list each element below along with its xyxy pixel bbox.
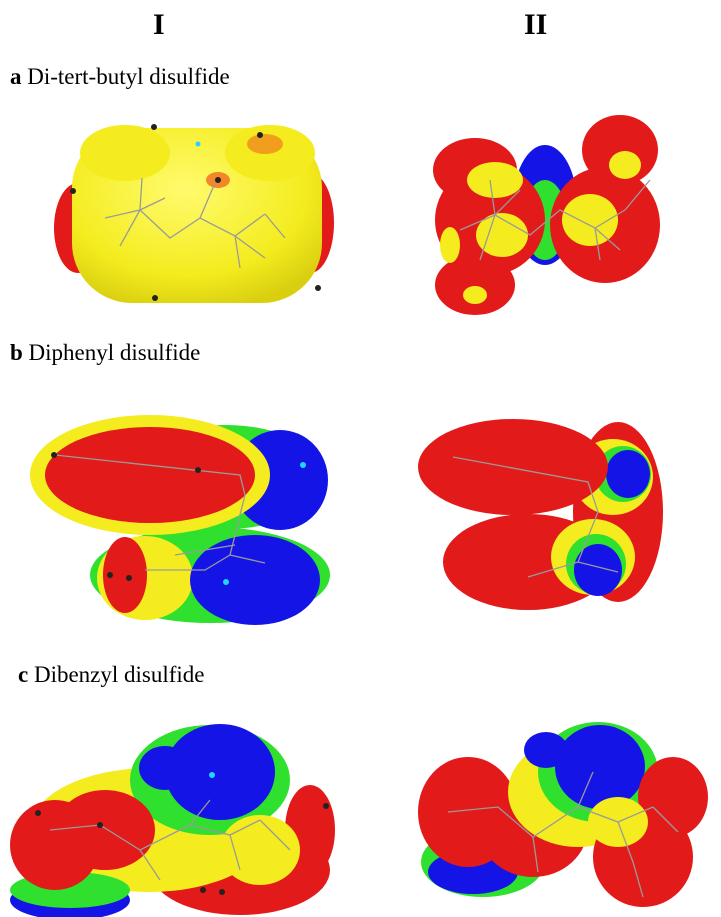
row-label-c: c Dibenzyl disulfide	[18, 662, 205, 688]
point-dark	[107, 572, 113, 578]
point-dark	[152, 295, 158, 301]
lobe-blue	[139, 746, 191, 790]
wireframe	[459, 179, 651, 261]
point-cyan	[300, 462, 306, 468]
wireframe	[104, 177, 286, 269]
lobe-red	[103, 537, 147, 613]
lobe-blue	[190, 535, 320, 625]
row-name-c: Dibenzyl disulfide	[33, 662, 205, 687]
row-letter-a: a	[10, 64, 22, 89]
point-dark	[219, 889, 225, 895]
point-dark	[323, 803, 329, 809]
point-dark	[195, 467, 201, 473]
lobe-blue	[574, 544, 622, 596]
surface-c-II	[418, 722, 708, 907]
lobe-red	[10, 800, 100, 890]
row-letter-c: c	[18, 662, 29, 687]
point-cyan	[195, 141, 201, 147]
row-letter-b: b	[10, 340, 23, 365]
surface-c-I	[10, 724, 335, 917]
row-label-a: a Di-tert-butyl disulfide	[10, 64, 230, 90]
spot-orange	[247, 134, 283, 154]
point-dark	[51, 452, 57, 458]
point-dark	[200, 887, 206, 893]
surface-a-I	[54, 124, 334, 303]
lobe-yellow	[440, 227, 460, 263]
column-header-II: II	[524, 8, 548, 41]
wireframe	[54, 454, 266, 571]
lobe-yellow	[609, 151, 641, 179]
row-label-b: b Diphenyl disulfide	[10, 340, 200, 366]
lobe-blue	[606, 450, 650, 498]
wireframe	[447, 771, 679, 898]
wireframe	[452, 456, 619, 578]
surface-b-I	[30, 415, 330, 625]
row-name-a: Di-tert-butyl disulfide	[27, 64, 230, 89]
surface-b-II	[418, 419, 663, 610]
point-dark	[35, 810, 41, 816]
lobe-red	[45, 427, 255, 523]
lobe-yellow	[562, 194, 618, 246]
lobe-yellow	[463, 286, 487, 304]
point-cyan	[223, 579, 229, 585]
column-header-I: I	[153, 8, 165, 41]
point-cyan	[209, 772, 215, 778]
lobe-red	[418, 419, 608, 515]
point-dark	[97, 822, 103, 828]
point-dark	[70, 188, 76, 194]
wireframe	[49, 799, 291, 881]
point-dark	[151, 124, 157, 130]
lobe-yellow	[220, 815, 300, 885]
lobe-yellow	[467, 162, 523, 198]
row-name-b: Diphenyl disulfide	[28, 340, 201, 365]
point-dark	[315, 285, 321, 291]
lobe-blue	[524, 732, 568, 768]
surface-a-II	[433, 115, 660, 315]
point-dark	[257, 132, 263, 138]
lobe-blue	[165, 724, 275, 820]
point-dark	[215, 177, 221, 183]
lobe-yellow	[80, 125, 170, 181]
point-dark	[126, 575, 132, 581]
lobe-yellow	[476, 213, 528, 257]
lobe-blue	[555, 725, 645, 809]
